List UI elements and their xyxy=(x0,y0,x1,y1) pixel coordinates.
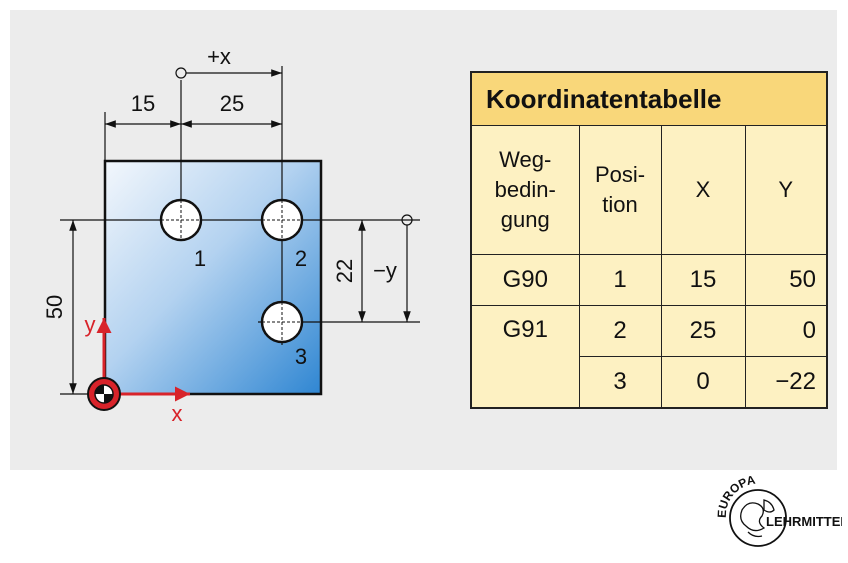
header-x: X xyxy=(660,125,746,255)
hole-label-3: 3 xyxy=(295,344,307,369)
hole-3 xyxy=(260,300,304,344)
cell-x: 25 xyxy=(660,305,746,357)
table-row: G90 1 15 50 xyxy=(470,254,828,306)
dim-label-15: 15 xyxy=(131,91,155,116)
origin-marker-x xyxy=(175,67,187,79)
dim-label-22: 22 xyxy=(332,259,357,283)
header-wegbedingung: Weg- bedin- gung xyxy=(470,125,580,255)
dim-label-minus-y: −y xyxy=(373,258,397,283)
cell-y: 0 xyxy=(744,305,828,357)
dim-label-25: 25 xyxy=(220,91,244,116)
cell-position: 1 xyxy=(578,254,662,306)
cell-position: 3 xyxy=(578,356,662,409)
header-position: Posi- tion xyxy=(578,125,662,255)
hole-2 xyxy=(260,198,304,242)
dim-label-plus-x: +x xyxy=(207,44,231,69)
coordinate-table: Koordinatentabelle Weg- bedin- gung Posi… xyxy=(470,71,828,409)
cell-x: 0 xyxy=(660,356,746,409)
x-axis-label: x xyxy=(172,401,183,426)
table-row: 3 0 −22 xyxy=(471,356,828,409)
hole-label-2: 2 xyxy=(295,246,307,271)
logo-bottom-text: LEHRMITTEL xyxy=(766,514,842,529)
cell-wegbedingung: G91 xyxy=(470,305,580,409)
header-y: Y xyxy=(744,125,828,255)
workpiece-zero-icon xyxy=(87,377,121,411)
europa-lehrmittel-logo: EUROPA LEHRMITTEL xyxy=(715,474,842,547)
cell-x: 15 xyxy=(660,254,746,306)
cell-position: 2 xyxy=(578,305,662,357)
cell-wegbedingung: G90 xyxy=(470,254,580,306)
table-title: Koordinatentabelle xyxy=(470,71,828,126)
table-row: G91 2 25 0 xyxy=(470,305,828,409)
hole-label-1: 1 xyxy=(194,246,206,271)
y-axis-label: y xyxy=(85,312,96,337)
origin-marker-y xyxy=(401,214,413,226)
hole-1 xyxy=(159,198,203,242)
dim-label-50: 50 xyxy=(42,295,67,319)
cell-y: 50 xyxy=(744,254,828,306)
cell-y: −22 xyxy=(744,356,828,409)
workpiece-plate xyxy=(103,159,323,396)
